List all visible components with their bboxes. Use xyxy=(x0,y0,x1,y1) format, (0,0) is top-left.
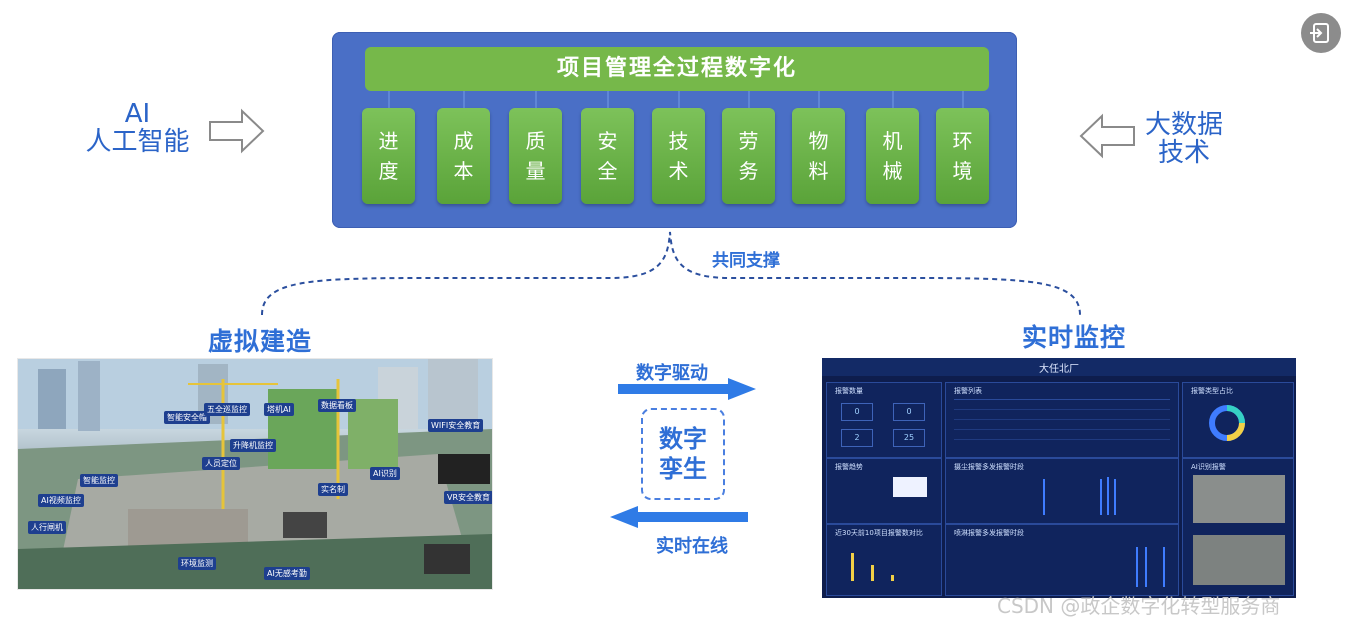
arrow-right-blue-icon xyxy=(618,378,756,400)
panel-label: 近30天前10项目报警数对比 xyxy=(835,529,923,537)
site-tag: 环境监测 xyxy=(178,557,216,570)
column-char: 度 xyxy=(378,159,399,183)
management-column: 安全 xyxy=(581,108,634,204)
panel-title: 项目管理全过程数字化 xyxy=(365,47,989,91)
support-label: 共同支撑 xyxy=(712,251,780,271)
panel-label: 报警数量 xyxy=(835,387,863,395)
site-tag: 人员定位 xyxy=(202,457,240,470)
column-char: 进 xyxy=(378,129,399,153)
site-tag: 智能监控 xyxy=(80,474,118,487)
column-connector xyxy=(678,91,680,108)
column-char: 料 xyxy=(808,159,829,183)
dashboard-header xyxy=(822,358,1296,376)
column-char: 械 xyxy=(882,159,903,183)
site-tag: AI无感考勤 xyxy=(264,567,310,580)
column-char: 全 xyxy=(597,159,618,183)
bigdata-label-line1: 大数据 xyxy=(1144,110,1223,140)
ai-alarm-panel: AI识别报警 xyxy=(1182,458,1294,596)
panel-label: 摄尘报警多发报警时段 xyxy=(954,463,1024,471)
column-connector xyxy=(962,91,964,108)
site-tag: VR安全教育 xyxy=(444,491,492,504)
management-column: 劳务 xyxy=(722,108,775,204)
exit-fullscreen-button[interactable] xyxy=(1301,13,1341,53)
column-char: 成 xyxy=(453,129,474,153)
column-char: 质 xyxy=(525,129,546,153)
column-connector xyxy=(818,91,820,108)
alarm-type-panel: 报警类型占比 xyxy=(1182,382,1294,458)
stat-value: 0 xyxy=(893,403,925,421)
site-tag: WIFI安全教育 xyxy=(428,419,484,432)
column-char: 本 xyxy=(453,159,474,183)
column-char: 量 xyxy=(525,159,546,183)
support-brace xyxy=(261,231,1081,316)
management-column: 质量 xyxy=(509,108,562,204)
arrow-left-icon xyxy=(1079,113,1135,159)
watermark: CSDN @政企数字化转型服务商 xyxy=(997,594,1281,618)
column-connector xyxy=(892,91,894,108)
exit-icon xyxy=(1310,23,1329,43)
top10-alarm-panel: 近30天前10项目报警数对比 xyxy=(826,524,942,596)
panel-label: AI识别报警 xyxy=(1191,463,1226,471)
column-connector xyxy=(607,91,609,108)
site-tag: AI视频监控 xyxy=(38,494,84,507)
column-connector xyxy=(463,91,465,108)
realtime-monitor-title: 实时监控 xyxy=(1022,323,1127,352)
digital-twin-line2: 孪生 xyxy=(659,455,707,483)
site-tag: 实名制 xyxy=(318,483,348,496)
stat-value: 25 xyxy=(893,429,925,447)
column-char: 术 xyxy=(668,159,689,183)
panel-label: 报警列表 xyxy=(954,387,982,395)
column-char: 物 xyxy=(808,129,829,153)
dashboard-title: 大任北厂 xyxy=(1039,364,1079,375)
site-tag: 智能安全帽 xyxy=(164,411,210,424)
bigdata-label: 大数据 技术 xyxy=(1138,111,1230,167)
alarm-list-panel: 报警列表 xyxy=(945,382,1179,458)
spray-alarm-period-panel: 喷淋报警多发报警时段 xyxy=(945,524,1179,596)
panel-label: 报警类型占比 xyxy=(1191,387,1233,395)
panel-label: 报警趋势 xyxy=(835,463,863,471)
ai-label: AI 人工智能 xyxy=(80,100,195,156)
management-column: 环境 xyxy=(936,108,989,204)
management-column: 成本 xyxy=(437,108,490,204)
virtual-site-image: 智能安全帽五全巡监控 塔机AI 数据看板智能监控 升降机监控 AI识别 WIFI安全教育 A… xyxy=(17,358,493,590)
site-tag: 数据看板 xyxy=(318,399,356,412)
ai-label-line2: 人工智能 xyxy=(85,127,190,157)
management-column: 技术 xyxy=(652,108,705,204)
column-char: 境 xyxy=(952,159,973,183)
column-connector xyxy=(388,91,390,108)
virtual-construction-title: 虚拟建造 xyxy=(208,327,313,356)
management-column: 进度 xyxy=(362,108,415,204)
digital-drive-label: 数字驱动 xyxy=(636,363,708,384)
ai-label-line1: AI xyxy=(124,99,151,129)
bigdata-label-line2: 技术 xyxy=(1157,138,1210,168)
site-tag: 五全巡监控 xyxy=(204,403,250,416)
management-column: 机械 xyxy=(866,108,919,204)
digital-twin-box: 数字 孪生 xyxy=(641,408,725,500)
realtime-online-label: 实时在线 xyxy=(656,536,728,557)
column-char: 安 xyxy=(597,129,618,153)
arrow-left-blue-icon xyxy=(610,506,748,528)
site-tag: AI识别 xyxy=(370,467,400,480)
alarm-count-panel: 报警数量 0 0 2 25 xyxy=(826,382,942,458)
column-char: 务 xyxy=(738,159,759,183)
arrow-right-icon xyxy=(209,108,265,154)
stat-value: 0 xyxy=(841,403,873,421)
site-tag: 人行闸机 xyxy=(28,521,66,534)
alarm-trend-panel: 报警趋势 xyxy=(826,458,942,524)
site-tag: 升降机监控 xyxy=(230,439,276,452)
dust-alarm-period-panel: 摄尘报警多发报警时段 xyxy=(945,458,1179,524)
column-char: 劳 xyxy=(738,129,759,153)
monitor-dashboard: 大任北厂 报警数量 0 0 2 25 报警列表 报警类型占比 报警趋势 摄尘报警… xyxy=(822,358,1296,598)
management-column: 物料 xyxy=(792,108,845,204)
column-connector xyxy=(748,91,750,108)
column-char: 环 xyxy=(952,129,973,153)
stat-value: 2 xyxy=(841,429,873,447)
panel-label: 喷淋报警多发报警时段 xyxy=(954,529,1024,537)
site-tag: 塔机AI xyxy=(264,403,294,416)
column-char: 技 xyxy=(668,129,689,153)
column-char: 机 xyxy=(882,129,903,153)
digital-twin-line1: 数字 xyxy=(659,425,707,453)
column-connector xyxy=(535,91,537,108)
donut-chart xyxy=(1209,405,1245,441)
